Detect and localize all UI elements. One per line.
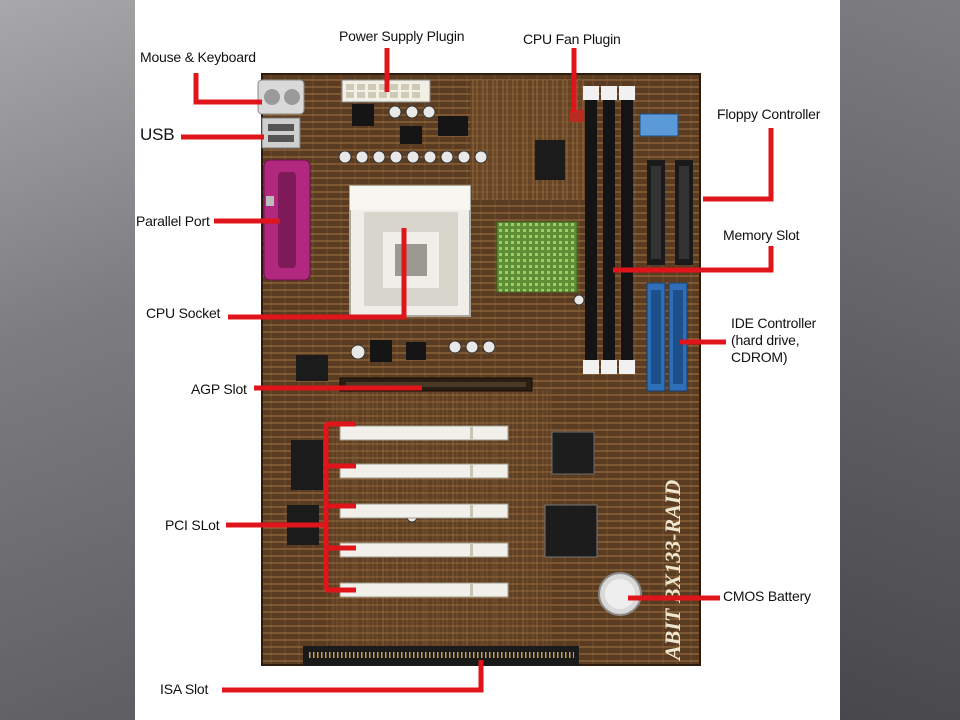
label-agp-slot: AGP Slot <box>191 381 247 397</box>
label-mouse-keyboard: Mouse & Keyboard <box>140 49 256 65</box>
label-floppy-controller: Floppy Controller <box>717 106 821 122</box>
dip-switches <box>639 113 679 137</box>
label-parallel-port: Parallel Port <box>136 213 210 229</box>
cpu-socket <box>349 185 471 317</box>
label-pci-slot: PCI SLot <box>165 517 220 533</box>
cpu-fan-connector <box>570 110 584 122</box>
cmos-battery <box>598 572 642 616</box>
label-power-supply-plugin: Power Supply Plugin <box>339 28 465 44</box>
chipset-heatsink <box>496 221 578 293</box>
floppy-connectors <box>647 160 693 265</box>
pci-slots <box>339 425 509 598</box>
label-cpu-socket: CPU Socket <box>146 305 221 321</box>
label-ide-controller: IDE Controller (hard drive, CDROM) <box>731 315 817 365</box>
capacitors <box>338 105 585 523</box>
label-usb: USB <box>140 125 175 144</box>
label-cpu-fan-plugin: CPU Fan Plugin <box>523 31 621 47</box>
label-cmos-battery: CMOS Battery <box>723 588 811 604</box>
chips <box>287 104 595 545</box>
pointer-lines <box>181 48 774 693</box>
label-isa-slot: ISA Slot <box>160 681 209 697</box>
board-brand: ABIT BX133-RAID <box>660 480 685 662</box>
label-memory-slot: Memory Slot <box>723 227 800 243</box>
mouse-keyboard-ports <box>257 79 305 115</box>
parallel-port <box>263 159 311 281</box>
memory-slots <box>583 86 635 374</box>
southbridge-chip <box>544 504 598 558</box>
usb-ports <box>261 117 301 149</box>
isa-slot <box>303 646 579 666</box>
ide-connectors <box>646 282 688 392</box>
